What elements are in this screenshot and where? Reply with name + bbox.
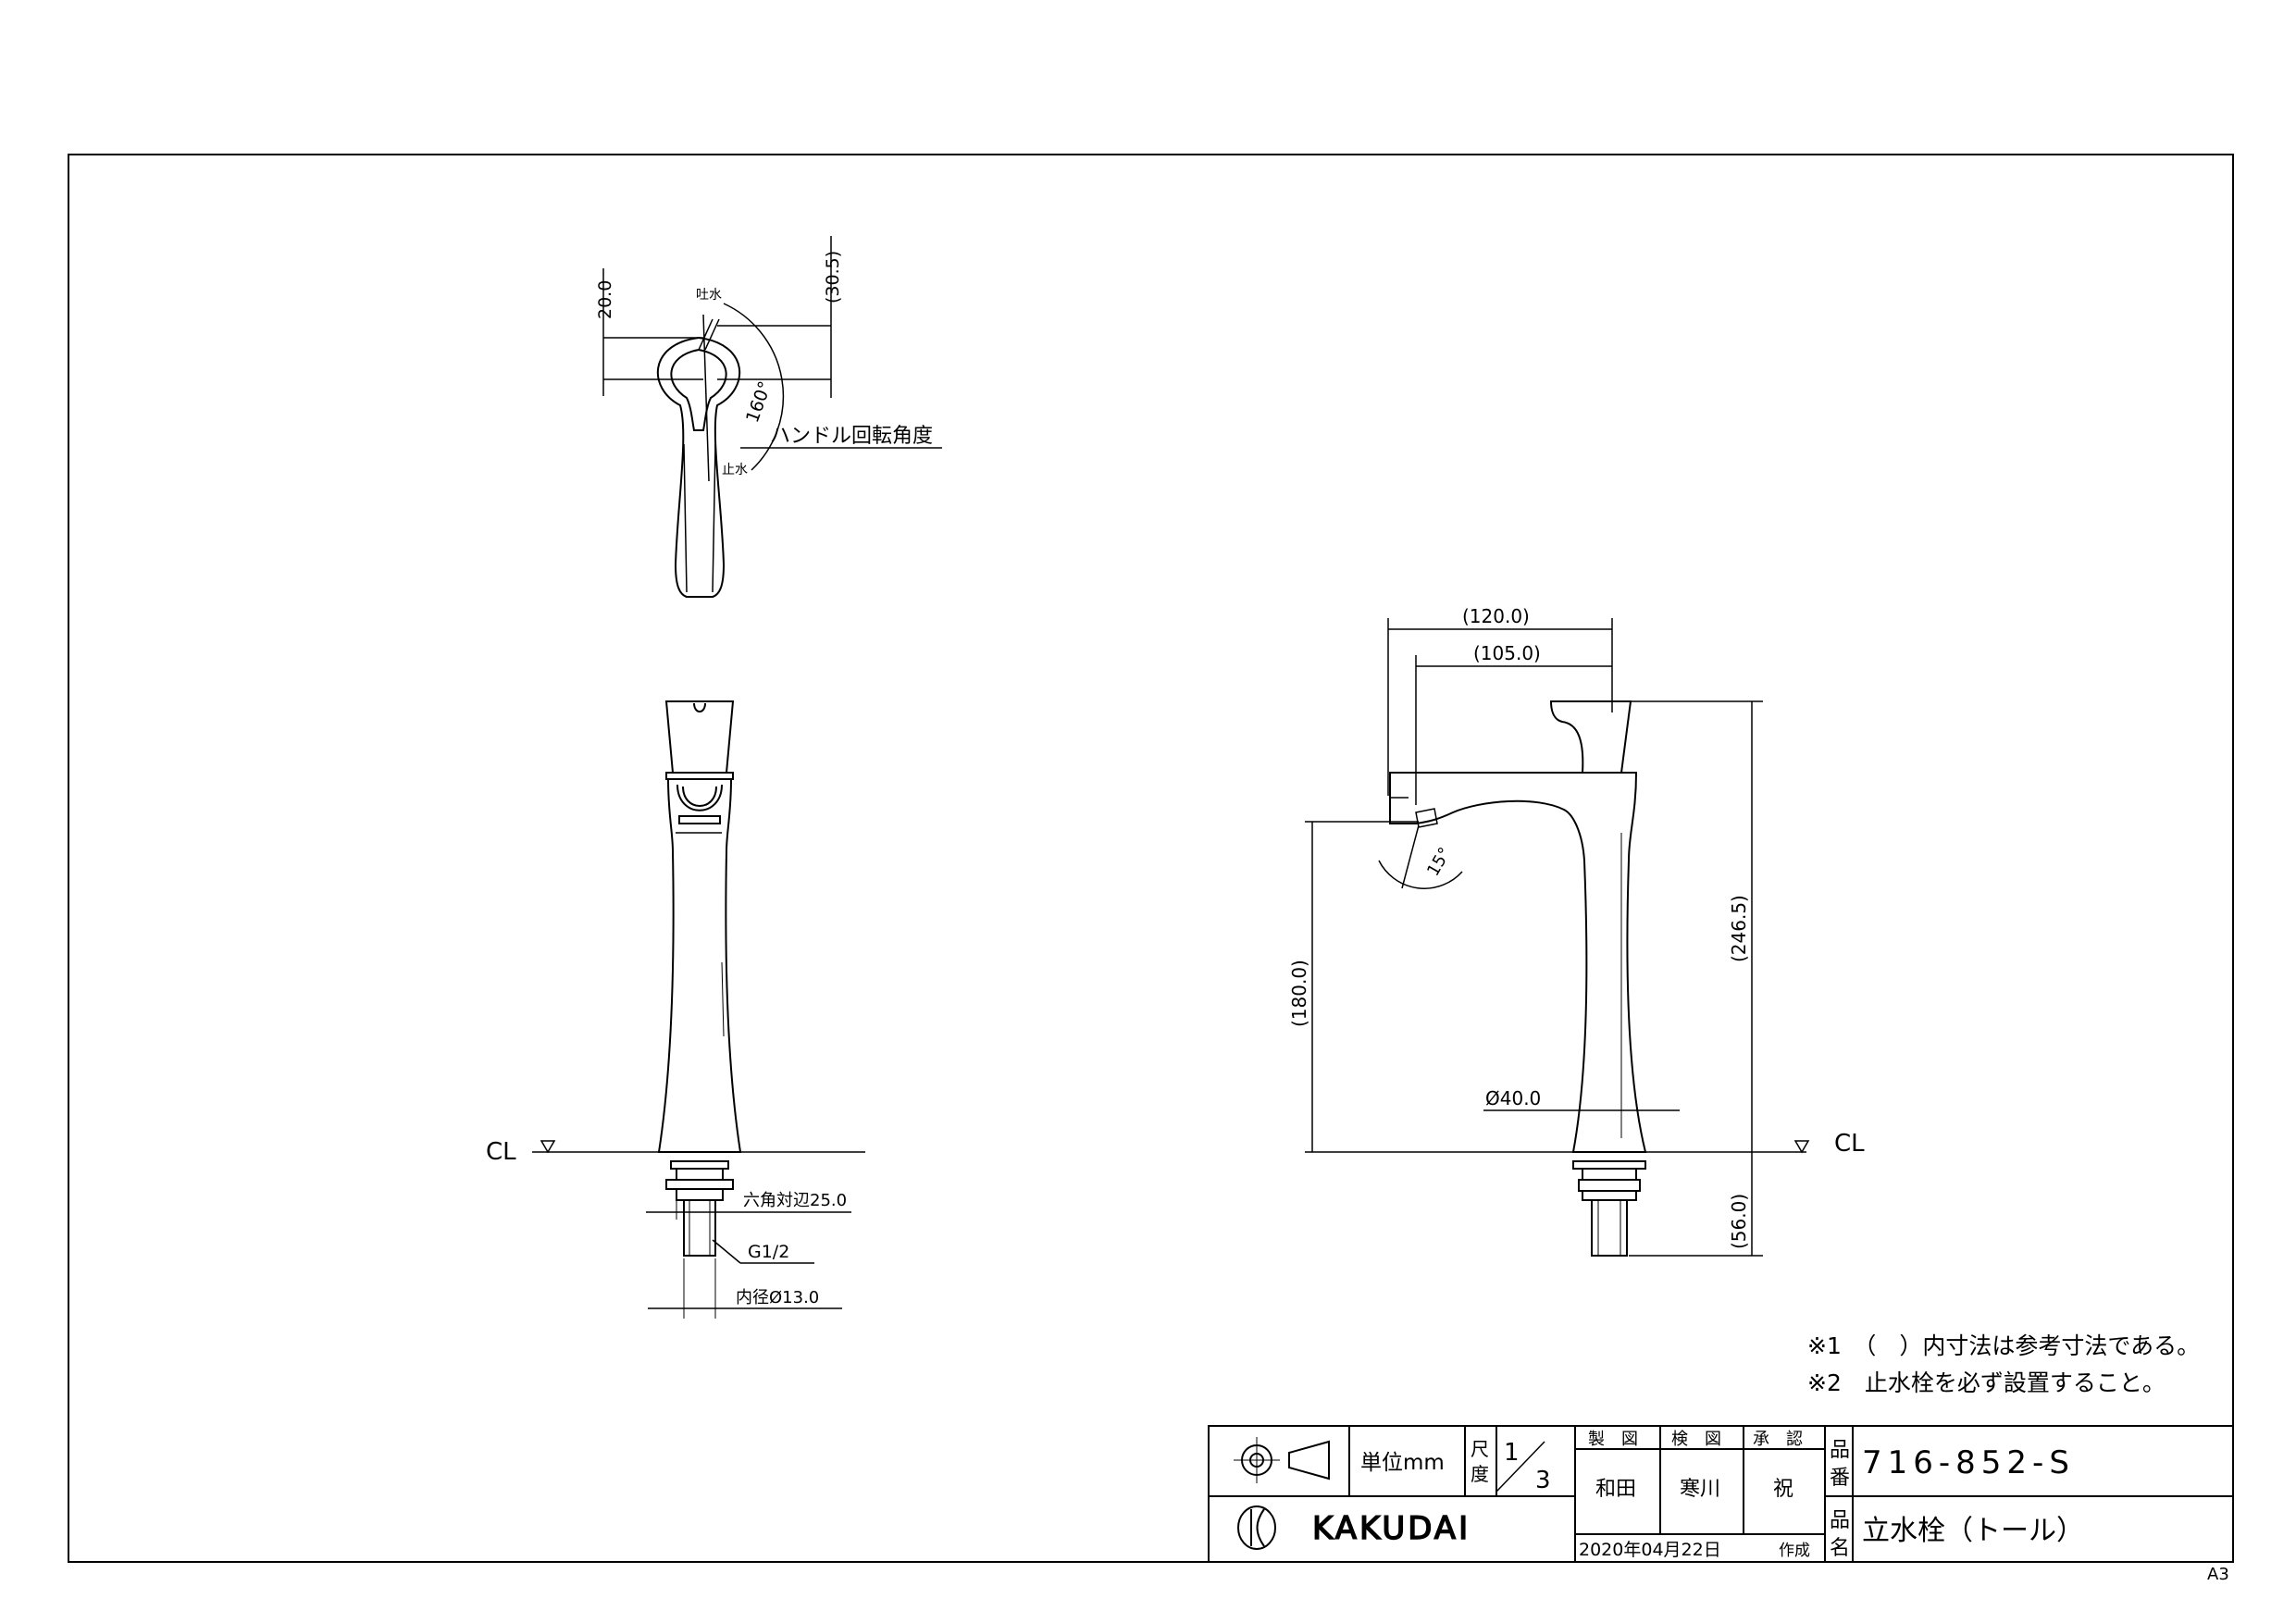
inner-diameter-label: 内径Ø13.0 [736,1288,819,1307]
approved-by: 祝 [1773,1478,1793,1501]
kakudai-logo-icon [1237,1505,1276,1550]
scale-label-1: 尺 [1471,1438,1489,1460]
cl-label-front: CL [486,1138,516,1166]
dim-105: (105.0) [1473,642,1541,664]
angle-160: 160° [742,378,776,426]
date: 2020年04月22日 [1579,1540,1721,1560]
checked-by: 寒川 [1680,1478,1720,1501]
side-view [1305,618,1810,1257]
created-label: 作成 [1779,1542,1810,1560]
top-view-handle [602,236,942,598]
drawing-frame [68,154,2234,1563]
note-2: ※2 止水栓を必ず設置すること。 [1807,1369,2166,1396]
drafted-by: 和田 [1595,1478,1636,1501]
dim-56: (56.0) [1728,1194,1750,1249]
third-angle-projection-icon [1234,1437,1330,1483]
dim-20: 20.0 [595,280,615,319]
angle-15: 15° [1423,844,1455,879]
product-name: 立水栓（トール） [1862,1515,2084,1547]
handle-rotation-label: ハンドル回転角度 [770,425,933,448]
front-view [532,700,865,1319]
dim-246-5: (246.5) [1728,895,1750,962]
thread-label: G1/2 [748,1242,789,1262]
part-no-label-2: 番 [1830,1467,1850,1490]
title-block [1208,1425,2234,1563]
unit-label: 単位mm [1360,1451,1445,1475]
header-approved: 承 認 [1753,1430,1803,1449]
company-name: KAKUDAI [1312,1510,1471,1547]
label-stop: 止水 [722,463,748,477]
note-1: ※1 （ ）内寸法は参考寸法である。 [1807,1332,2200,1359]
dim-180: (180.0) [1288,960,1310,1027]
header-drafted: 製 図 [1588,1430,1638,1449]
dim-40: Ø40.0 [1485,1087,1541,1109]
scale-numerator: 1 [1504,1439,1520,1467]
part-number: 716-852-S [1862,1444,2075,1481]
hex-label: 六角対辺25.0 [743,1191,847,1210]
dim-120: (120.0) [1462,605,1530,627]
label-discharge: 吐水 [696,288,722,303]
name-label-2: 名 [1830,1537,1850,1560]
name-label-1: 品 [1830,1509,1850,1532]
scale-label-2: 度 [1471,1463,1489,1485]
scale-denominator: 3 [1535,1467,1551,1494]
cl-label-side: CL [1834,1130,1865,1158]
header-checked: 検 図 [1671,1430,1721,1449]
part-no-label-1: 品 [1830,1439,1850,1462]
dim-30-5: (30.5) [823,251,843,304]
paper-size: A3 [2207,1565,2229,1584]
